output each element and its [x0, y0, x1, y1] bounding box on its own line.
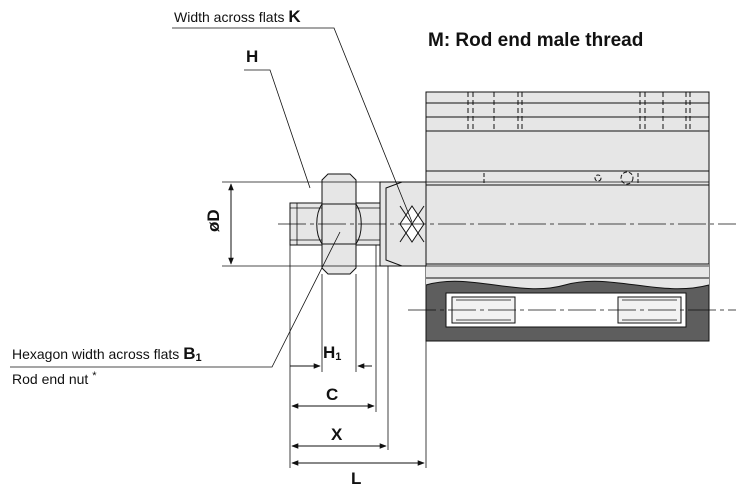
dim-c: C	[326, 385, 338, 404]
dim-x: X	[331, 425, 343, 444]
k-leader	[172, 27, 413, 223]
dim-phi-d: øD	[204, 209, 223, 232]
drawing-title: M: Rod end male thread	[428, 30, 643, 51]
dim-h1: H1	[323, 343, 341, 363]
h-leader	[244, 69, 311, 189]
extension-lines	[222, 181, 709, 468]
dim-l: L	[351, 469, 361, 488]
h-callout: H	[246, 47, 258, 66]
b1-callout: Hexagon width across flats B1	[12, 344, 202, 364]
b1-leader	[10, 231, 341, 368]
nut-callout: Rod end nut*	[12, 370, 97, 387]
cylinder-body	[425, 91, 710, 342]
k-callout: Width across flats K	[174, 7, 301, 26]
